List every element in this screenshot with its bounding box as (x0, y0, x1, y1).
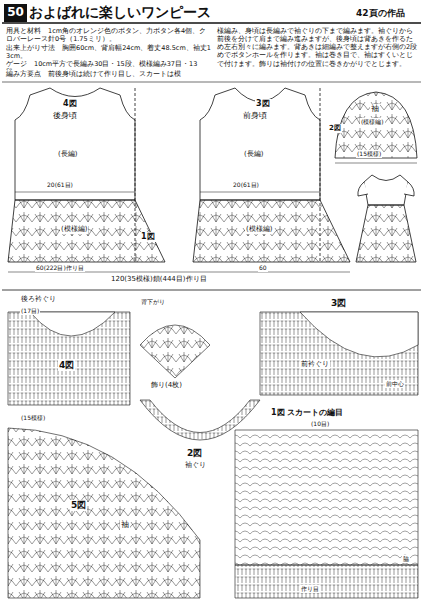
chart-label: 前身頃 (242, 111, 268, 121)
note-text: 42頁の作品 (355, 8, 406, 19)
note-text: 用具と材料 1cm角のオレンジ色のボタン、力ボタン各4個、クロバーレース針0号（… (5, 27, 212, 43)
chart-label: 脇 (402, 555, 410, 563)
chart-label: 5図 (70, 500, 87, 511)
neck-charts (8, 312, 418, 405)
title-rule (2, 23, 421, 290)
chart-label: 60 (258, 264, 268, 272)
chart-label: 60(222目)作り目 (35, 264, 85, 272)
chart-label: 袖 (120, 520, 130, 530)
chart-label: (10目) (310, 420, 330, 428)
chart-label: 20(61目) (46, 181, 74, 189)
back-schematic (8, 88, 165, 262)
chart-label: 4図 (58, 360, 75, 371)
page-title: およばれに楽しいワンピース (28, 4, 212, 22)
chart-label: 120(35模様)鎖(444目)作り目 (110, 275, 208, 284)
chart-label: 飾り(4枚) (150, 381, 183, 390)
chart-label: (長編) (243, 150, 264, 159)
front-schematic (8, 88, 350, 272)
chart-label: 前衿ぐり (300, 360, 330, 369)
chart-label: (15模様) (20, 414, 46, 422)
pattern-number-box: 50 (4, 4, 27, 22)
chart-label: 2図 (186, 448, 203, 459)
chart-label: 1図 (140, 232, 156, 242)
note-text: 様編み、身頃は長編みで袖ぐりの下まで編みます。袖ぐりから前後を分けて肩まで編み進… (216, 27, 420, 68)
chart-label: 3図 (330, 298, 347, 309)
sleeve-chart (8, 428, 200, 598)
chart-label: 背下がり (140, 298, 166, 306)
chart-label: 4図 (62, 99, 78, 109)
sleeve-schematic (335, 92, 417, 163)
note-text: 編み方要点 前後身頃は続けて作り目し、スカートは模 (5, 70, 212, 78)
chart-label: (模様編) (360, 118, 385, 126)
chart-label: 袖 (370, 104, 380, 114)
chart-label: 作り目 (300, 585, 320, 593)
chart-label: 1図 スカートの編目 (270, 408, 344, 418)
skirt-chart (235, 430, 418, 598)
chart-label: 前中心 (385, 380, 405, 388)
chart-label: (15模様) (356, 150, 382, 158)
chart-label: 袖ぐり (184, 461, 207, 470)
chart-label: (模様編) (245, 225, 273, 234)
chart-label: 2図 (328, 124, 342, 133)
chart-label: 後身頃 (52, 111, 78, 121)
chart-label: (模様編) (60, 225, 88, 234)
chart-label: (長編) (57, 150, 78, 159)
chart-label: 3図 (255, 99, 271, 109)
chart-label: 後ろ衿ぐり (20, 295, 57, 304)
chart-label: 20(61目) (232, 181, 260, 189)
note-text: 出来上がり寸法 胸囲60cm、背肩幅24cm、着丈48.5cm、袖丈13cm。 (5, 44, 212, 60)
chart-label: (17目) (20, 307, 40, 315)
dress-sketch (356, 175, 416, 262)
pattern-number: 50 (4, 5, 27, 19)
